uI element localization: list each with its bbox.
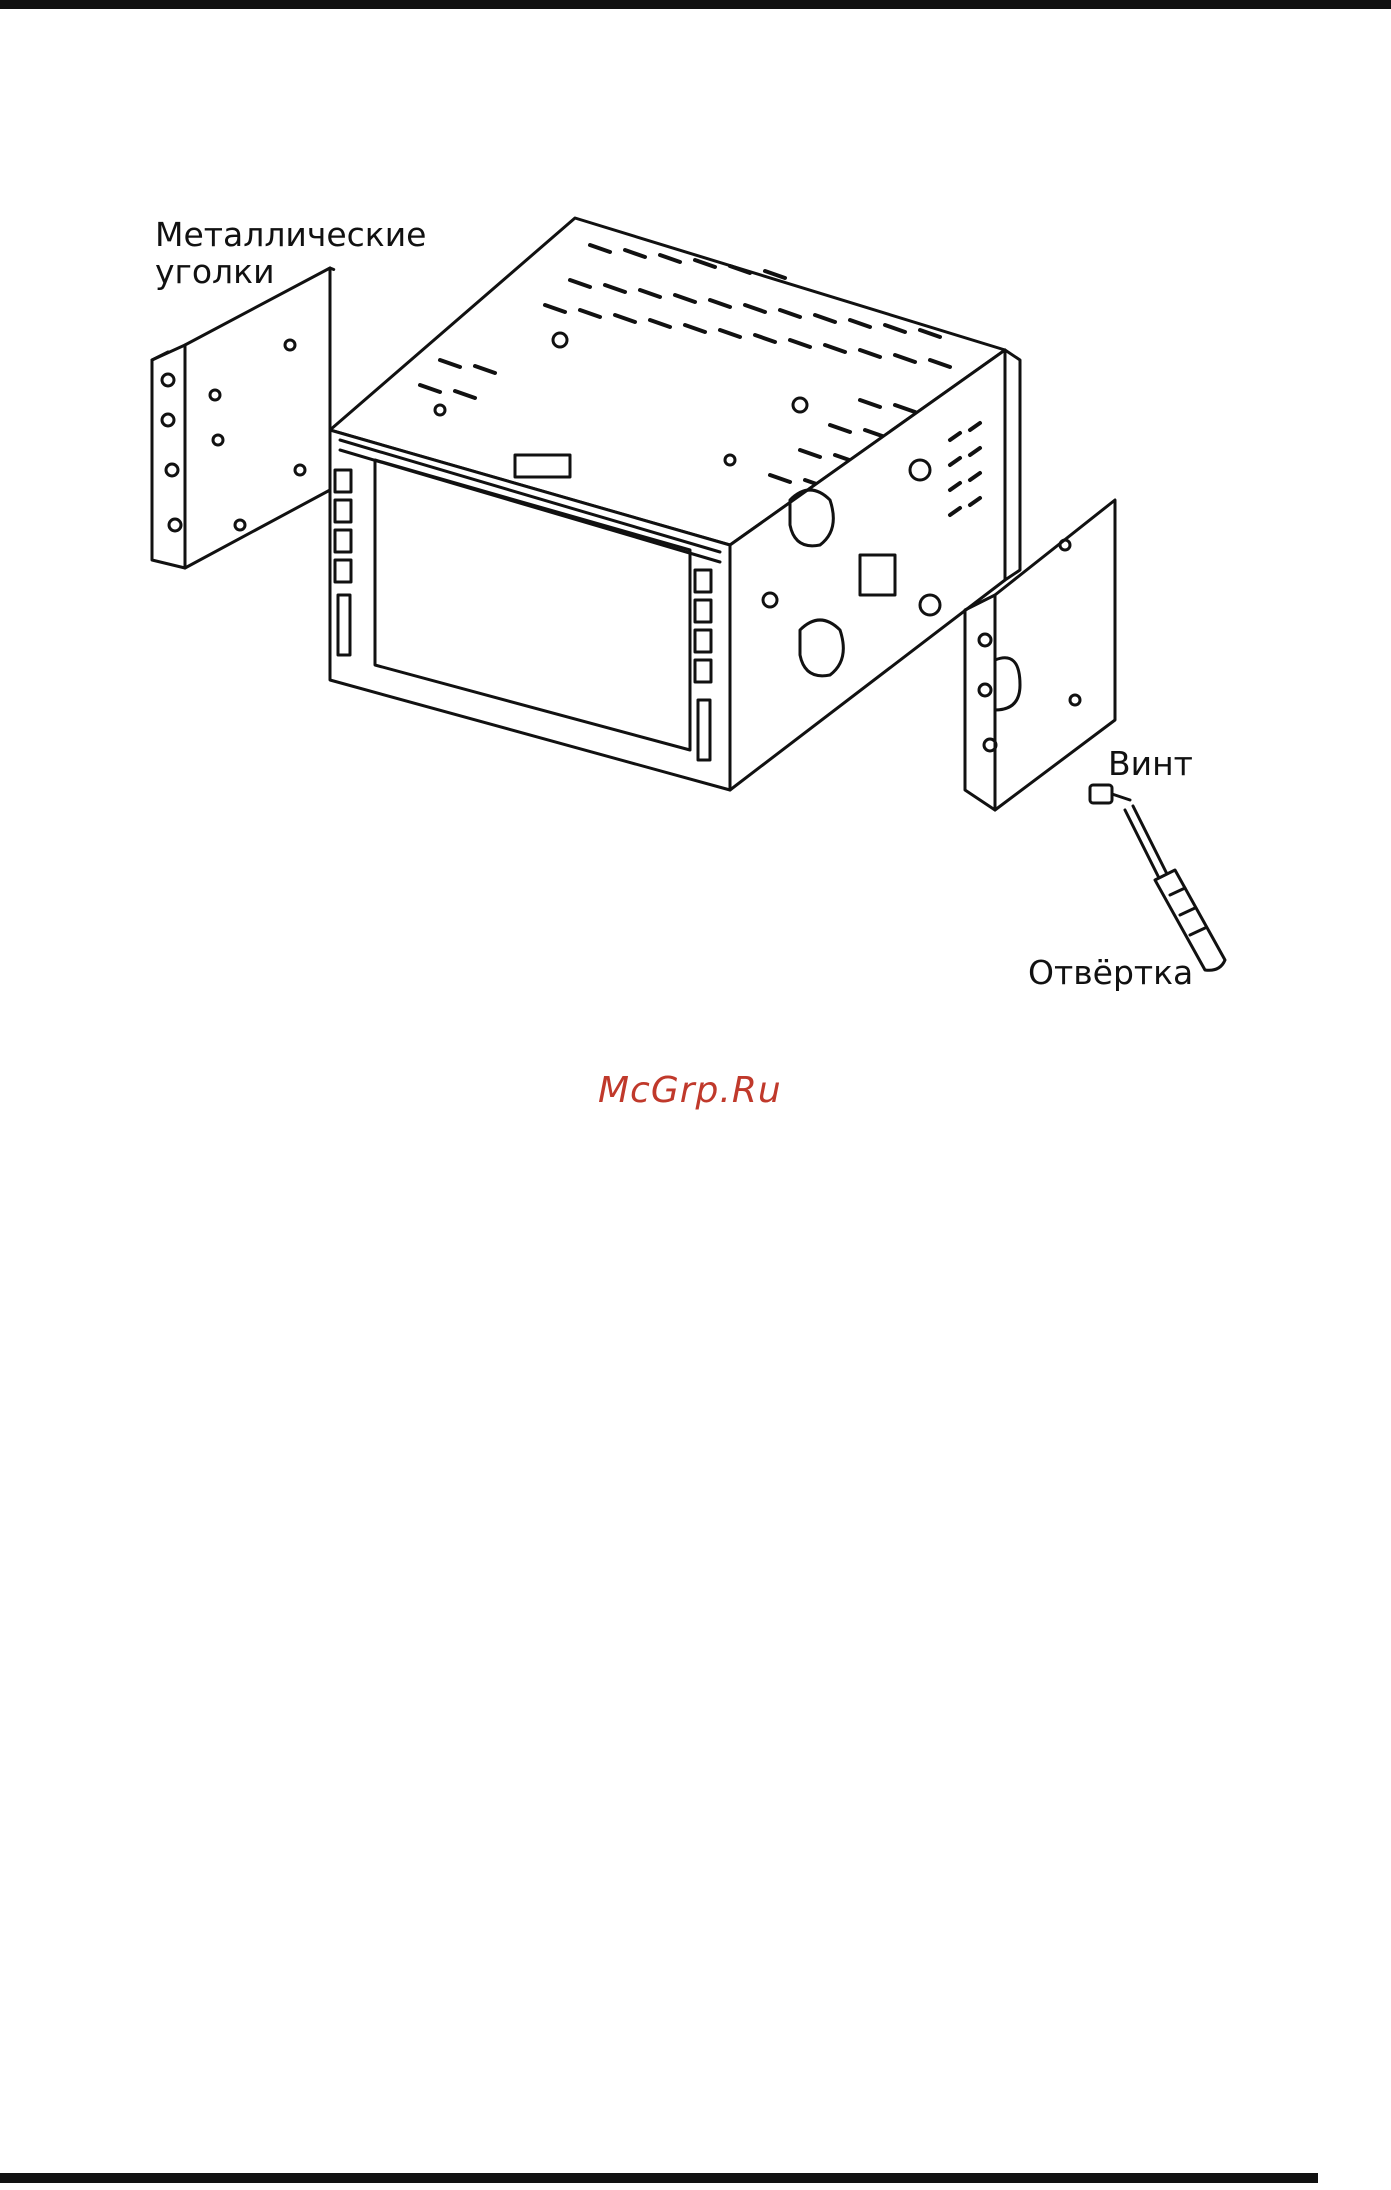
watermark: McGrp.Ru xyxy=(598,1070,782,1111)
label-metal-corners-line2: уголки xyxy=(155,252,275,292)
label-screwdriver: Отвёртка xyxy=(1028,953,1193,993)
label-screw: Винт xyxy=(1108,744,1193,784)
screwdriver xyxy=(1125,806,1225,970)
screw xyxy=(1090,785,1130,803)
installation-diagram xyxy=(0,0,1391,1120)
left-metal-bracket xyxy=(152,268,335,568)
label-metal-corners: Металлические xyxy=(155,215,426,255)
head-unit-body xyxy=(330,218,1020,790)
bottom-rule xyxy=(0,2173,1318,2183)
